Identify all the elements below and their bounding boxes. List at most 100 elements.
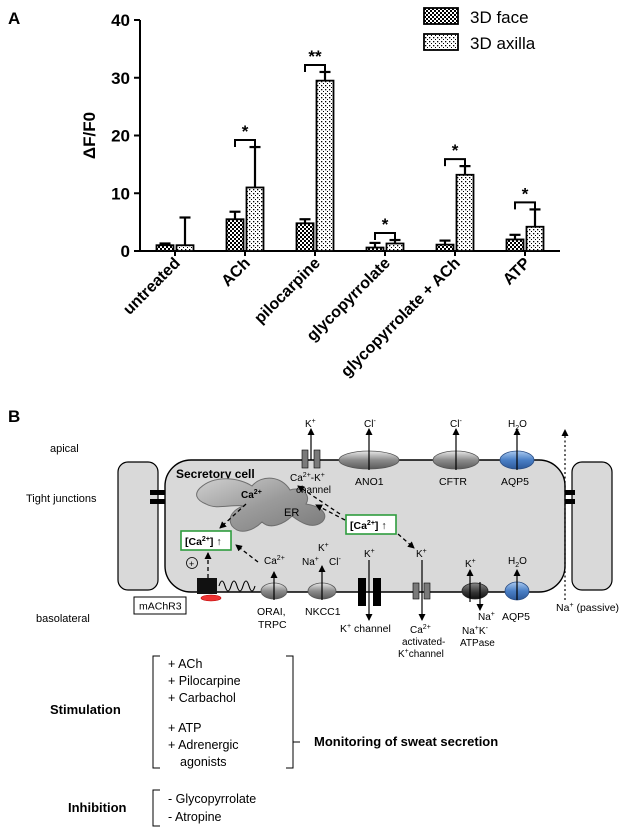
significance-bracket <box>374 232 396 241</box>
y-tick-label: 10 <box>111 184 130 203</box>
machr3-receptor: mAChR3 <box>133 578 256 615</box>
bar-axilla <box>455 173 475 252</box>
svg-text:AQP5: AQP5 <box>502 611 530 623</box>
y-tick-label: 20 <box>111 127 130 146</box>
svg-text:Na+: Na+ <box>478 611 495 623</box>
y-tick-label: 0 <box>121 242 130 261</box>
basolateral-aqp5-channel: H2O AQP5 <box>502 556 530 623</box>
legend-label: 3D face <box>470 8 529 27</box>
svg-text:K+: K+ <box>364 548 375 560</box>
panel-a: A 010203040ΔF/F0untreated*ACh**pilocarpi… <box>8 7 560 381</box>
receptor-label: mAChR3 <box>139 601 182 613</box>
inhibition-item: - Glycopyrrolate <box>168 792 256 806</box>
tight-junction-left <box>150 490 170 504</box>
significance-label: * <box>522 184 529 203</box>
nkcc1-cotransporter: K+ Na+ Cl- NKCC1 <box>302 542 341 618</box>
x-tick-label: ATP <box>500 255 534 289</box>
significance-bracket <box>514 201 536 210</box>
bar-face <box>155 244 175 252</box>
svg-text:K+channel: K+channel <box>398 648 444 660</box>
svg-text:H2O: H2O <box>508 556 527 569</box>
svg-text:Cl-: Cl- <box>329 556 341 568</box>
bar-face <box>365 246 385 252</box>
neighbour-cell-left <box>117 461 159 591</box>
legend-swatch <box>423 7 459 25</box>
calcium-rise-box-center: [Ca2+] ↑ <box>345 514 397 535</box>
endoplasmic-reticulum: ER Ca2+ <box>196 477 326 532</box>
apical-aqp5-channel: H2O AQP5 <box>499 419 535 488</box>
legend-label: 3D axilla <box>470 34 536 53</box>
svg-text:TRPC: TRPC <box>258 619 287 631</box>
stimulation-item: agonists <box>180 755 227 769</box>
svg-text:Ca2+: Ca2+ <box>264 555 285 567</box>
panel-b: B apical Tight junctions basolateral Sec… <box>8 407 619 827</box>
svg-text:K+ channel: K+ channel <box>340 623 391 635</box>
bar-axilla <box>175 244 195 252</box>
bar-axilla <box>525 225 545 252</box>
er-calcium-label: Ca2+ <box>241 489 262 501</box>
svg-text:ORAI,: ORAI, <box>257 606 286 618</box>
plus-sign: + <box>189 559 194 569</box>
stimulation-heading: Stimulation <box>50 702 121 717</box>
signalling-arrows <box>204 485 415 578</box>
svg-text:[Ca2+] ↑: [Ca2+] ↑ <box>350 520 387 532</box>
svg-text:Cl-: Cl- <box>364 418 376 430</box>
panel-a-label: A <box>8 9 20 28</box>
cftr-channel: Cl- CFTR <box>432 418 480 488</box>
svg-text:Cl-: Cl- <box>450 418 462 430</box>
y-tick-label: 40 <box>111 11 130 30</box>
svg-text:NKCC1: NKCC1 <box>305 606 341 618</box>
bar-chart: 010203040ΔF/F0untreated*ACh**pilocarpine… <box>80 7 560 381</box>
svg-text:channel: channel <box>296 485 331 496</box>
bar-face <box>295 222 315 252</box>
tight-junctions-label: Tight junctions <box>26 493 97 505</box>
svg-text:K+: K+ <box>305 418 316 430</box>
x-tick-label: untreated <box>120 255 184 319</box>
stimulation-item: + ATP <box>168 721 201 735</box>
neighbour-cell-right <box>571 461 613 591</box>
orai-trpc-channel: Ca2+ ORAI, TRPC <box>257 555 288 631</box>
x-tick-label: ACh <box>219 255 254 290</box>
monitoring-label: Monitoring of sweat secretion <box>314 734 498 749</box>
significance-label: * <box>242 122 249 141</box>
inhibition-item: - Atropine <box>168 810 222 824</box>
na-k-atpase: K+ Na+ Na+K- ATPase <box>460 558 495 649</box>
stimulation-item: + ACh <box>168 657 202 671</box>
bar-axilla <box>315 79 335 252</box>
basolateral-k-channel: K+ K+ channel <box>340 548 391 635</box>
svg-text:activated-: activated- <box>402 637 445 648</box>
svg-text:ANO1: ANO1 <box>355 476 384 488</box>
svg-text:AQP5: AQP5 <box>501 476 529 488</box>
significance-bracket <box>304 63 326 72</box>
inhibition-heading: Inhibition <box>68 800 127 815</box>
significance-bracket <box>444 158 466 167</box>
svg-text:Na+ (passive): Na+ (passive) <box>556 602 619 614</box>
legend-swatch <box>423 33 459 51</box>
x-tick-label: glycopyrrolate + ACh <box>338 255 464 381</box>
significance-label: ** <box>308 47 322 66</box>
basolateral-label: basolateral <box>36 613 90 625</box>
bar-axilla <box>245 186 265 252</box>
panel-b-label: B <box>8 407 20 426</box>
y-tick-label: 30 <box>111 69 130 88</box>
svg-text:Ca2+-K+: Ca2+-K+ <box>290 472 325 484</box>
apical-ca-k-channel: K+ Ca2+-K+ channel <box>290 418 331 496</box>
ca-activated-k-channel: K+ Ca2+ activated- K+channel <box>398 548 445 660</box>
bar-face <box>505 238 525 252</box>
stimulation-item: + Pilocarpine <box>168 674 241 688</box>
y-axis-label: ΔF/F0 <box>80 112 99 159</box>
svg-text:K+: K+ <box>318 542 329 554</box>
bar-face <box>435 243 455 252</box>
svg-text:Na+K-: Na+K- <box>462 625 489 637</box>
apical-label: apical <box>50 443 79 455</box>
er-label: ER <box>284 507 299 519</box>
svg-text:K+: K+ <box>416 548 427 560</box>
bar-face <box>225 218 245 252</box>
secretory-cell-title: Secretory cell <box>176 467 255 481</box>
significance-label: * <box>452 141 459 160</box>
svg-text:ATPase: ATPase <box>460 638 495 649</box>
significance-bracket <box>234 139 256 148</box>
stimulation-item: + Carbachol <box>168 691 236 705</box>
passive-sodium-path: Na+ (passive) <box>556 429 619 614</box>
